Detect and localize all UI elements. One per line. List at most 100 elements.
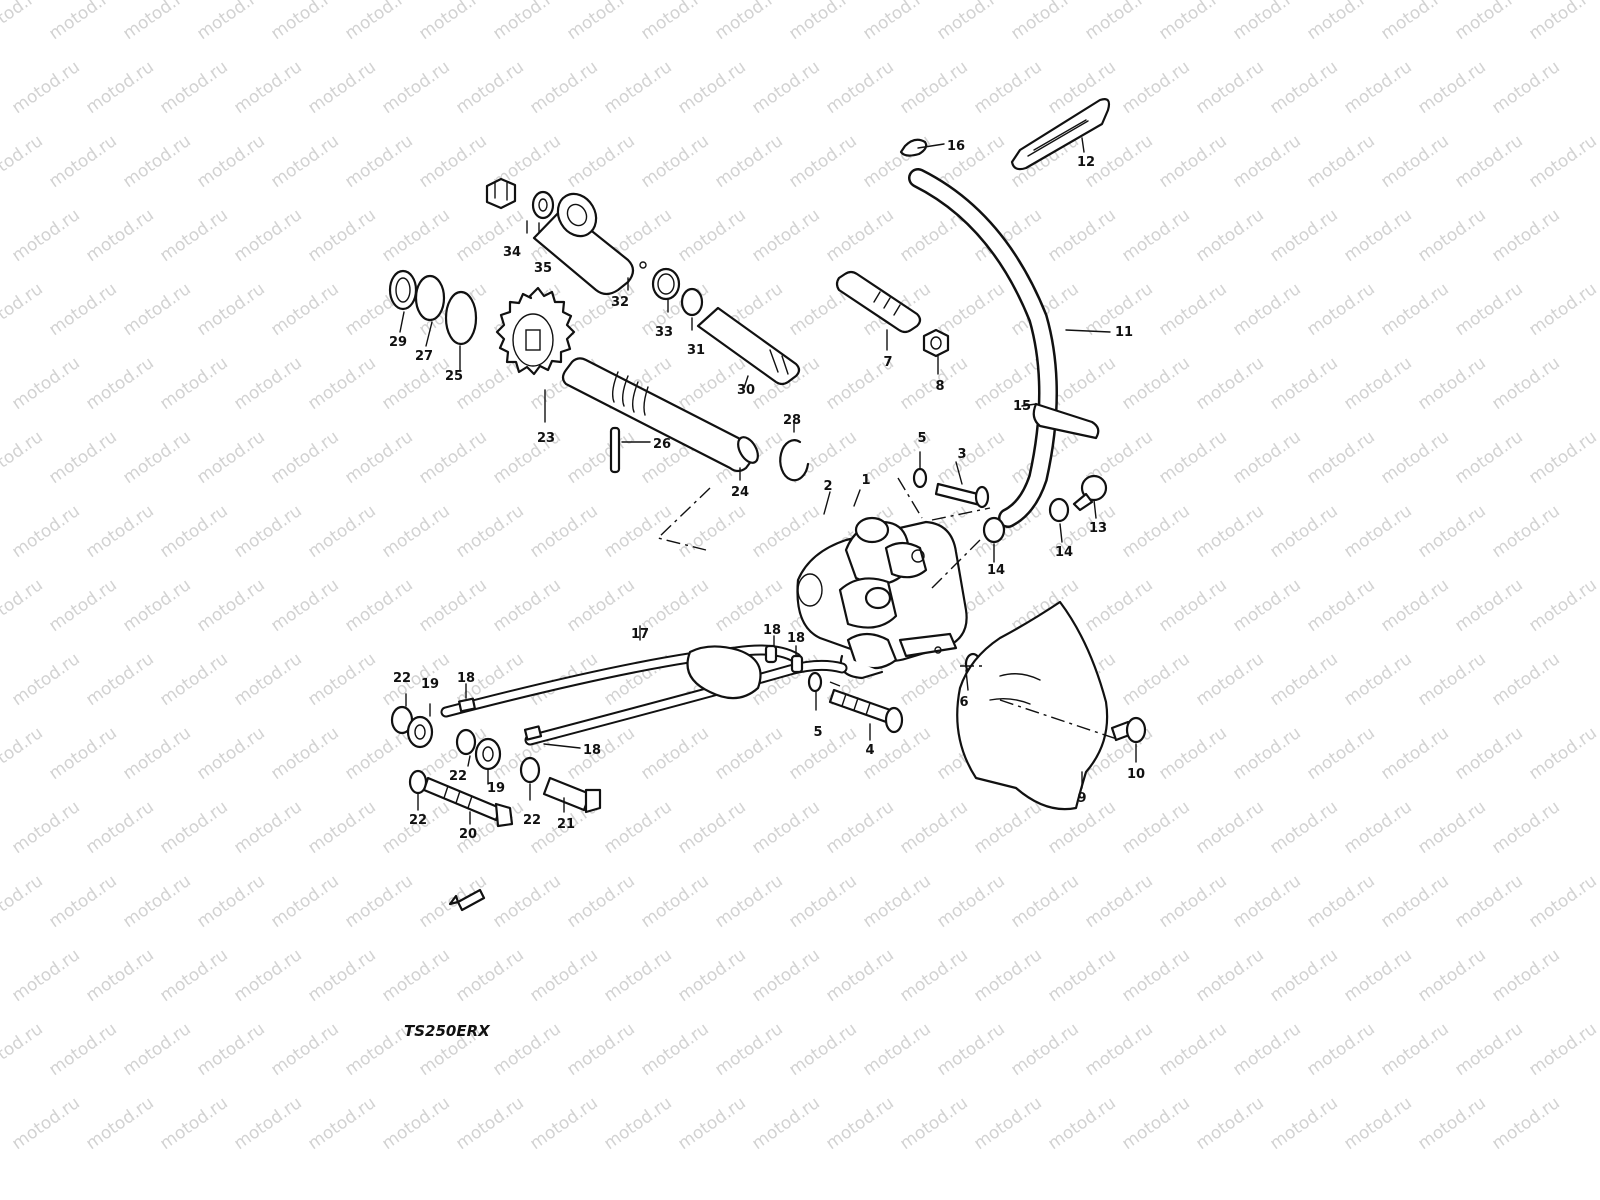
watermark-text: motod.ru — [1155, 0, 1230, 44]
watermark-text: motod.ru — [489, 871, 564, 932]
watermark-text: motod.ru — [526, 501, 601, 562]
watermark-text: motod.ru — [674, 797, 749, 858]
callout-22c: 22 — [409, 813, 427, 828]
watermark-text: motod.ru — [1007, 871, 1082, 932]
watermark-text: motod.ru — [1266, 501, 1341, 562]
watermark-text: motod.ru — [1266, 1093, 1341, 1154]
watermark-text: motod.ru — [415, 0, 490, 44]
part-5-washer-bottom — [807, 671, 823, 693]
watermark-text: motod.ru — [8, 57, 83, 118]
part-14-washer-b — [1048, 497, 1070, 523]
watermark-text: motod.ru — [785, 723, 860, 784]
callout-17: 17 — [631, 627, 649, 642]
watermark-text: motod.ru — [193, 1019, 268, 1080]
watermark-text: motod.ru — [748, 797, 823, 858]
watermark-text: motod.ru — [1525, 1019, 1600, 1080]
callout-19a: 19 — [421, 677, 439, 692]
watermark-text: motod.ru — [1414, 205, 1489, 266]
watermark-text: motod.ru — [304, 57, 379, 118]
watermark-text: motod.ru — [230, 945, 305, 1006]
watermark-text: motod.ru — [8, 649, 83, 710]
callout-5a: 5 — [917, 431, 926, 446]
watermark-text: motod.ru — [341, 0, 416, 44]
watermark-text: motod.ru — [711, 723, 786, 784]
watermark-text: motod.ru — [970, 797, 1045, 858]
watermark-text: motod.ru — [415, 131, 490, 192]
watermark-text: motod.ru — [193, 0, 268, 44]
part-25-ring — [444, 290, 478, 346]
watermark-text: motod.ru — [452, 57, 527, 118]
part-35-washer — [531, 190, 555, 220]
part-31-washer — [680, 287, 704, 317]
watermark-text: motod.ru — [1155, 723, 1230, 784]
watermark-text: motod.ru — [378, 945, 453, 1006]
watermark-text: motod.ru — [0, 871, 47, 932]
watermark-text: motod.ru — [193, 131, 268, 192]
part-14-washer-a — [982, 516, 1006, 544]
watermark-text: motod.ru — [304, 1093, 379, 1154]
watermark-text: motod.ru — [1007, 1019, 1082, 1080]
watermark-text: motod.ru — [748, 501, 823, 562]
callout-22b: 22 — [449, 769, 467, 784]
watermark-text: motod.ru — [1414, 353, 1489, 414]
watermark-text: motod.ru — [637, 723, 712, 784]
watermark-text: motod.ru — [119, 723, 194, 784]
watermark-text: motod.ru — [0, 279, 47, 340]
watermark-text: motod.ru — [600, 57, 675, 118]
part-22-washer-d — [519, 756, 541, 784]
watermark-text: motod.ru — [304, 353, 379, 414]
callout-19b: 19 — [487, 781, 505, 796]
watermark-text: motod.ru — [1266, 649, 1341, 710]
part-23-gear — [495, 286, 576, 376]
callout-1: 1 — [861, 473, 870, 488]
watermark-text: motod.ru — [1118, 57, 1193, 118]
callout-3: 3 — [957, 447, 966, 462]
part-34-nut — [485, 177, 517, 210]
watermark-text: motod.ru — [1340, 649, 1415, 710]
callout-22a: 22 — [393, 671, 411, 686]
watermark-text: motod.ru — [341, 871, 416, 932]
watermark-text: motod.ru — [1340, 1093, 1415, 1154]
watermark-text: motod.ru — [1044, 945, 1119, 1006]
watermark-text: motod.ru — [933, 871, 1008, 932]
watermark-text: motod.ru — [674, 205, 749, 266]
callout-12: 12 — [1077, 155, 1095, 170]
watermark-text: motod.ru — [1266, 353, 1341, 414]
part-21-bolt — [542, 776, 602, 814]
watermark-text: motod.ru — [1155, 575, 1230, 636]
watermark-text: motod.ru — [1155, 871, 1230, 932]
callout-16: 16 — [947, 139, 965, 154]
watermark-text: motod.ru — [822, 205, 897, 266]
watermark-text: motod.ru — [119, 0, 194, 44]
watermark-text: motod.ru — [1118, 649, 1193, 710]
watermark-text: motod.ru — [1488, 353, 1563, 414]
watermark-text: motod.ru — [1488, 945, 1563, 1006]
model-label: TS250ERX — [404, 1022, 491, 1040]
watermark-text: motod.ru — [563, 131, 638, 192]
watermark-text: motod.ru — [933, 279, 1008, 340]
callout-18b: 18 — [583, 743, 601, 758]
watermark-text: motod.ru — [1451, 723, 1526, 784]
callout-6: 6 — [959, 695, 968, 710]
watermark-text: motod.ru — [1303, 0, 1378, 44]
watermark-text: motod.ru — [1192, 501, 1267, 562]
watermark-text: motod.ru — [637, 131, 712, 192]
callout-8: 8 — [935, 379, 944, 394]
watermark-text: motod.ru — [119, 871, 194, 932]
watermark-text: motod.ru — [1303, 575, 1378, 636]
watermark-text: motod.ru — [933, 427, 1008, 488]
callout-24: 24 — [731, 485, 749, 500]
watermark-text: motod.ru — [378, 501, 453, 562]
watermark-text: motod.ru — [748, 945, 823, 1006]
callout-13: 13 — [1089, 521, 1107, 536]
watermark-text: motod.ru — [1118, 797, 1193, 858]
watermark-text: motod.ru — [1266, 797, 1341, 858]
watermark-text: motod.ru — [1451, 0, 1526, 44]
watermark-text: motod.ru — [230, 797, 305, 858]
part-30-drive-shaft — [696, 306, 801, 386]
watermark-text: motod.ru — [267, 0, 342, 44]
part-27-ring — [414, 274, 446, 322]
watermark-text: motod.ru — [1155, 279, 1230, 340]
watermark-text: motod.ru — [415, 427, 490, 488]
watermark-text: motod.ru — [82, 57, 157, 118]
